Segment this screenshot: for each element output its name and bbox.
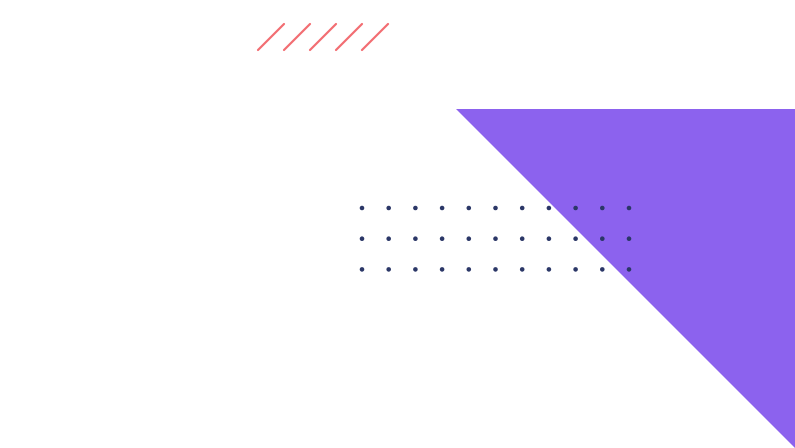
grid-dot — [493, 236, 498, 241]
grid-dot — [493, 205, 498, 211]
grid-dot — [439, 236, 445, 241]
grid-dot — [626, 267, 632, 272]
grid-dot — [519, 236, 525, 241]
grid-dot — [519, 205, 525, 211]
grid-dot — [466, 267, 472, 272]
grid-dot — [386, 267, 392, 272]
grid-dot — [600, 267, 605, 272]
grid-dot — [359, 205, 365, 211]
grid-dot — [600, 205, 605, 211]
grid-dot — [439, 205, 445, 211]
dot-grid — [359, 205, 632, 272]
diagonal-stripes — [256, 22, 390, 52]
grid-dot — [413, 205, 418, 211]
grid-dot — [600, 236, 605, 241]
stripe-line — [256, 22, 286, 52]
grid-dot — [546, 205, 552, 211]
grid-dot — [546, 267, 552, 272]
grid-dot — [386, 205, 392, 211]
grid-dot — [413, 267, 418, 272]
grid-dot — [546, 236, 552, 241]
grid-dot — [573, 267, 578, 272]
grid-dot — [466, 236, 472, 241]
stripe-line — [360, 22, 390, 52]
grid-dot — [359, 267, 365, 272]
grid-dot — [359, 236, 365, 241]
grid-dot — [466, 205, 472, 211]
stripe-line — [282, 22, 312, 52]
stripe-line — [334, 22, 364, 52]
grid-dot — [519, 267, 525, 272]
grid-dot — [573, 205, 578, 211]
purple-triangle — [456, 109, 795, 448]
grid-dot — [386, 236, 392, 241]
grid-dot — [626, 205, 632, 211]
grid-dot — [493, 267, 498, 272]
grid-dot — [413, 236, 418, 241]
grid-dot — [626, 236, 632, 241]
grid-dot — [573, 236, 578, 241]
grid-dot — [439, 267, 445, 272]
stripe-line — [308, 22, 338, 52]
